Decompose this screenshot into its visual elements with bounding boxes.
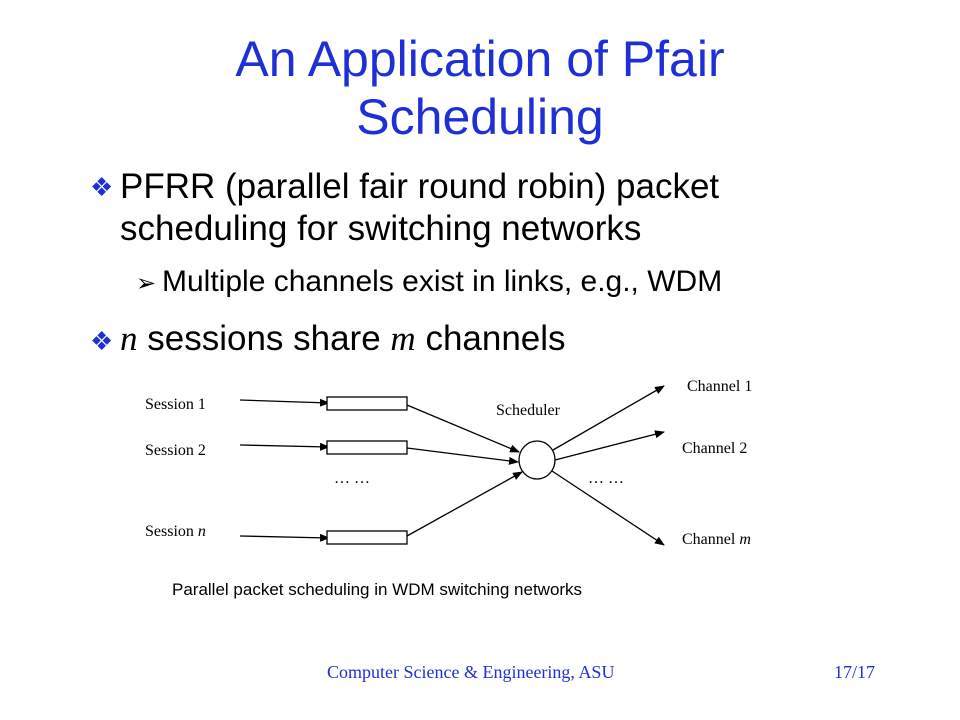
session-2-arrow — [239, 442, 330, 451]
title-line-1: An Application of Pfair — [235, 31, 725, 87]
channel-m-arrow — [551, 470, 665, 546]
title-line-2: Scheduling — [356, 89, 604, 145]
sub-bullet-1: ➢Multiple channels exist in links, e.g.,… — [136, 264, 722, 302]
queue-n — [326, 530, 408, 545]
diamond-bullet-icon: ❖ — [90, 172, 114, 202]
queue-n-to-scheduler-arrow — [406, 471, 523, 537]
footer-org: Computer Science & Engineering, ASU — [327, 662, 615, 682]
queue-1-to-scheduler-arrow — [406, 404, 520, 453]
bullet-2-var-m: m — [390, 319, 416, 358]
session-n-var: n — [197, 523, 206, 540]
session-1-arrow — [239, 398, 330, 407]
diamond-bullet-icon: ❖ — [90, 326, 114, 356]
session-1-label: Session 1 — [145, 396, 206, 413]
arrow-bullet-icon: ➢ — [136, 270, 157, 297]
footer-page-number: 17/17 — [834, 662, 876, 682]
channel-1-arrow — [552, 385, 665, 451]
channel-2-label: Channel 2 — [682, 440, 748, 457]
slide-title: An Application of Pfair Scheduling — [0, 30, 960, 146]
session-n-label: Session n — [145, 523, 206, 541]
left-ellipsis: … … — [334, 470, 370, 487]
bullet-1-line-1: PFRR (parallel fair round robin) packet — [120, 167, 720, 206]
scheduler-label: Scheduler — [496, 402, 560, 419]
scheduler-node — [518, 440, 556, 480]
sub-bullet-1-text: Multiple channels exist in links, e.g., … — [162, 265, 723, 298]
bullet-2-end: channels — [425, 319, 566, 358]
queue-2 — [326, 440, 408, 455]
session-n-arrow — [239, 533, 330, 542]
bullet-2-mid: sessions share — [147, 319, 381, 358]
queue-2-to-scheduler-arrow — [406, 447, 519, 465]
diagram-caption: Parallel packet scheduling in WDM switch… — [172, 580, 583, 599]
queue-1 — [326, 396, 408, 411]
right-ellipsis: … … — [588, 470, 624, 487]
bullet-2: ❖n sessions share m channels — [90, 318, 566, 362]
channel-m-label-text: Channel — [682, 531, 736, 548]
session-n-label-text: Session — [145, 523, 194, 540]
channel-m-label: Channel m — [682, 531, 751, 549]
bullet-2-var-n: n — [120, 319, 138, 358]
bullet-1-line-2: scheduling for switching networks — [120, 209, 642, 248]
bullet-1: ❖PFRR (parallel fair round robin) packet… — [90, 166, 890, 250]
channel-1-label: Channel 1 — [687, 378, 753, 395]
channel-m-var: m — [739, 531, 751, 548]
session-2-label: Session 2 — [145, 442, 206, 459]
channel-2-arrow — [554, 430, 665, 461]
